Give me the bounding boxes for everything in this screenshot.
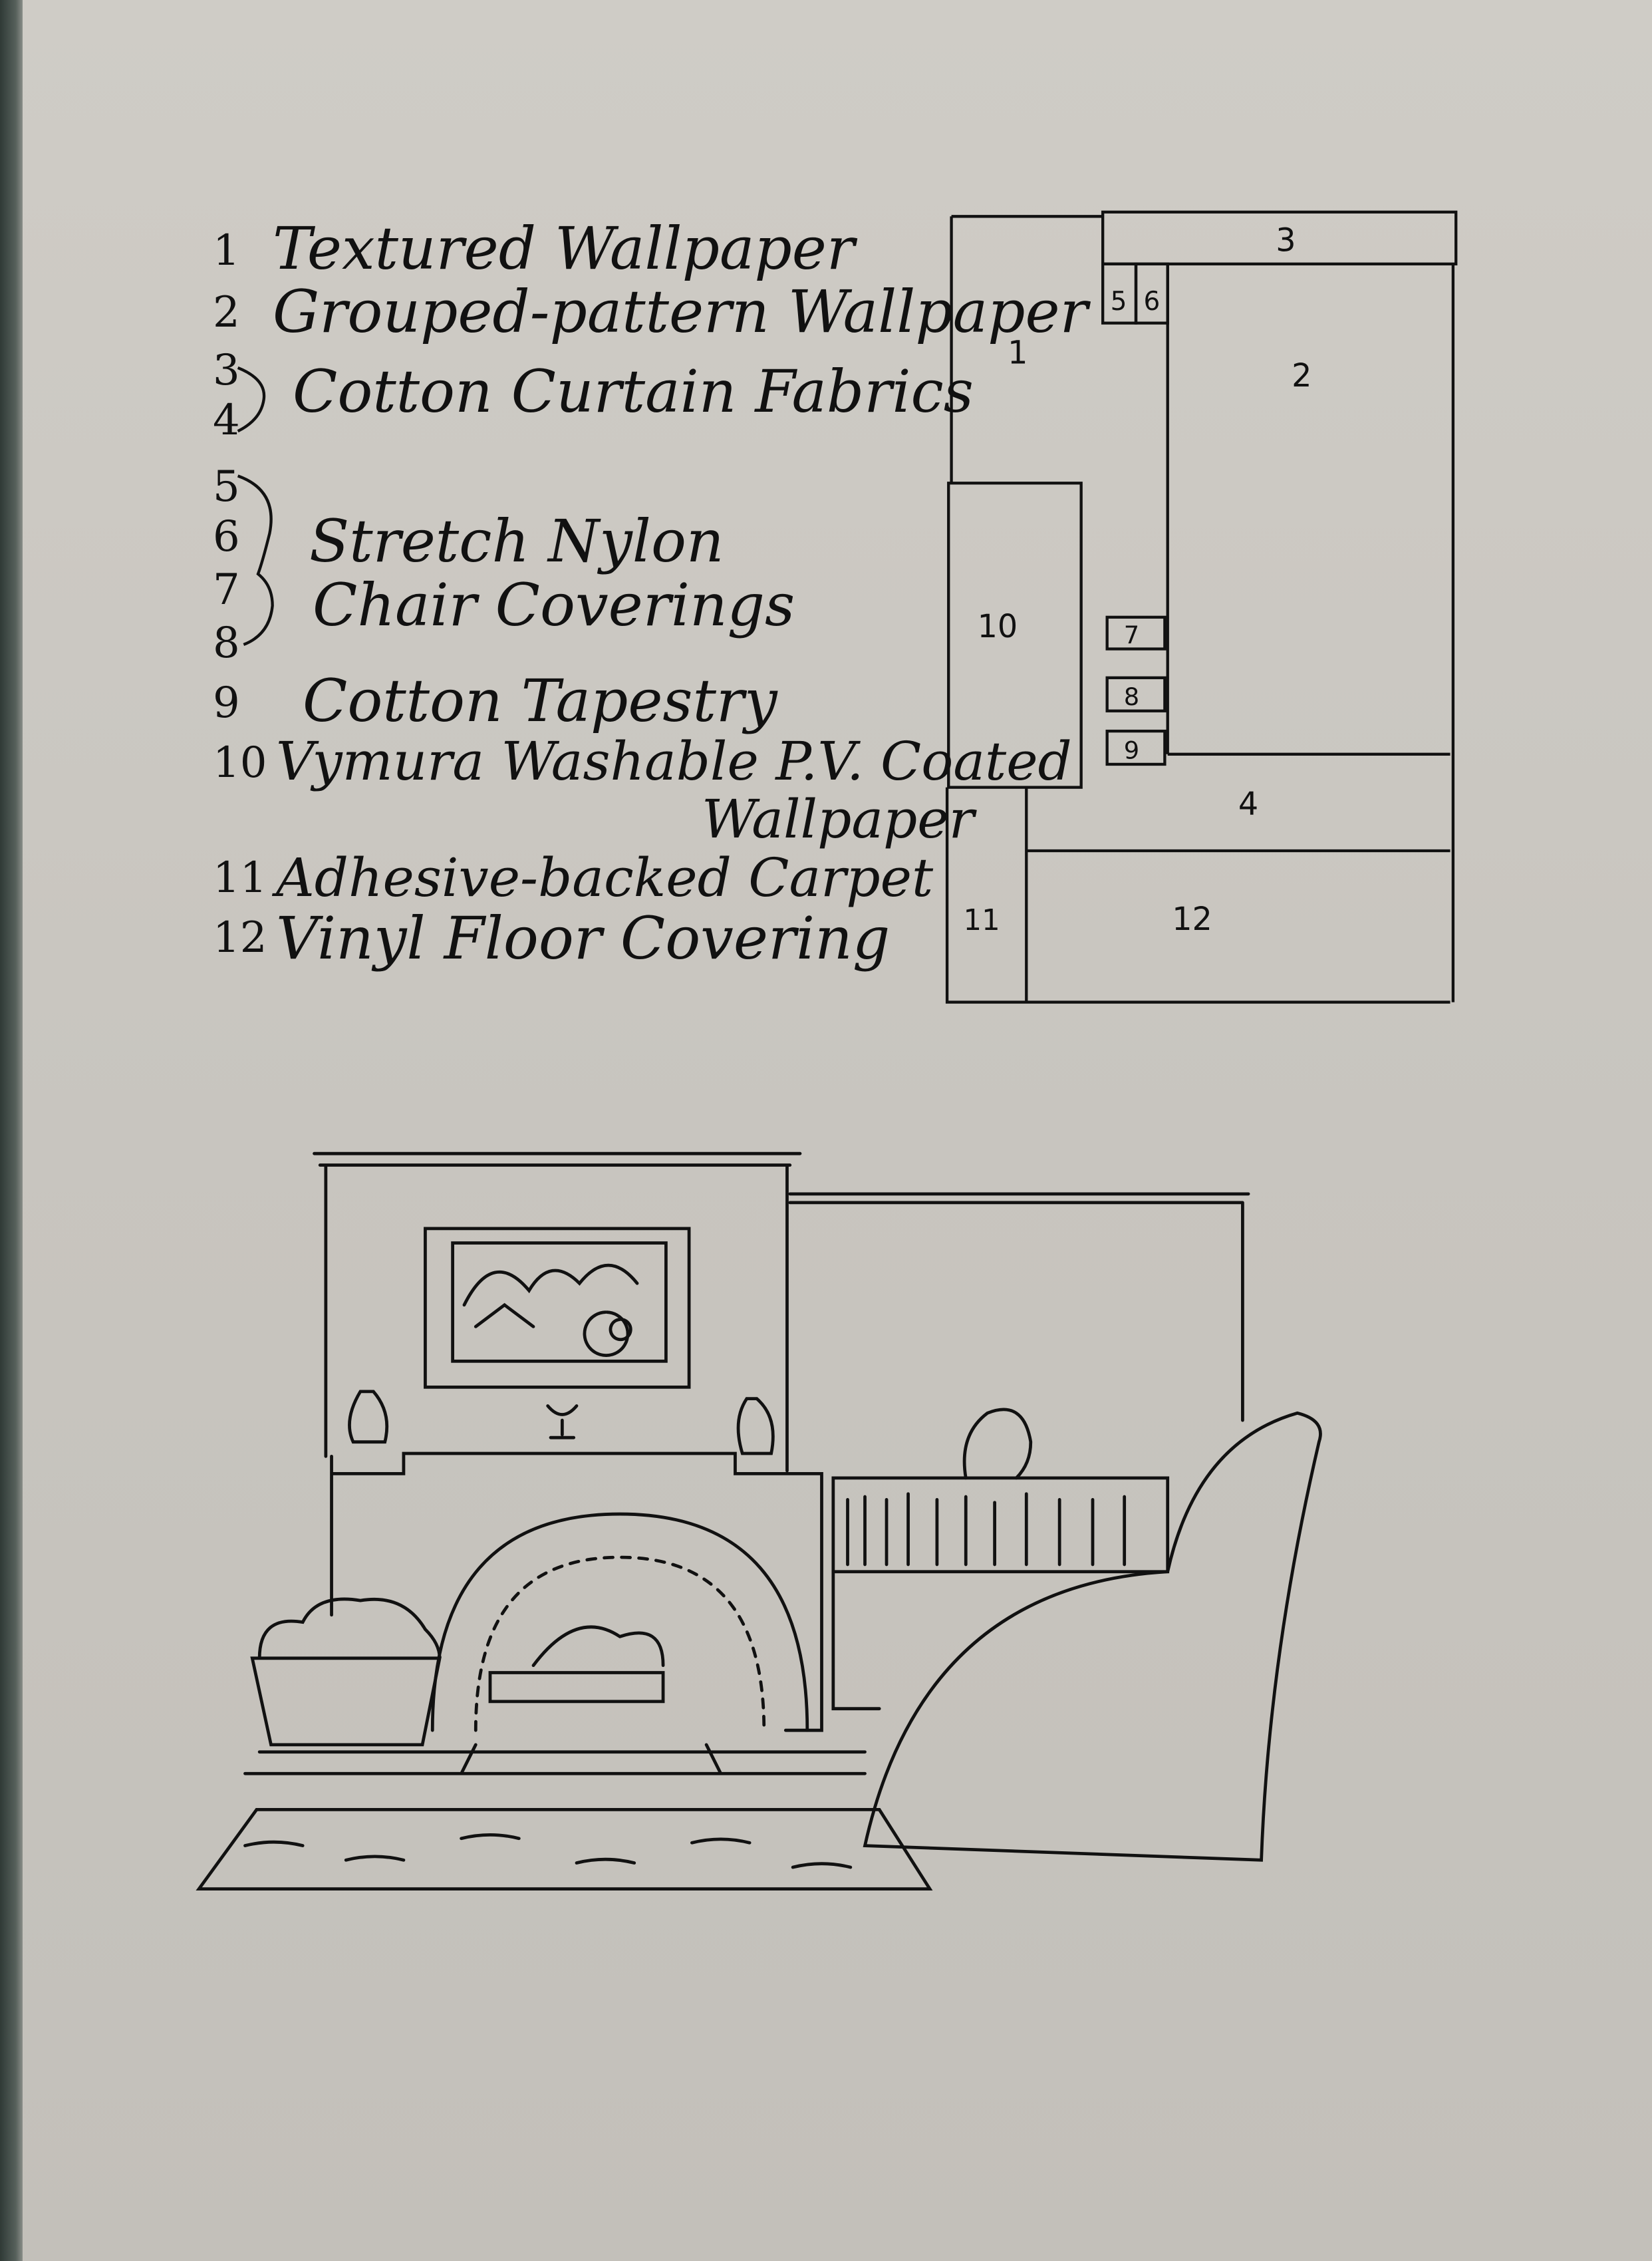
figurine-right [736, 1397, 775, 1455]
legend-label: Cotton Curtain Fabrics [293, 357, 974, 426]
legend-number: 2 [213, 288, 240, 337]
plan-label-11: 11 [964, 904, 1000, 937]
fireplace-arch-outer [430, 1512, 809, 1732]
region-3 [1101, 210, 1458, 265]
legend-number: 4 [213, 396, 240, 445]
brace-3-4 [237, 366, 266, 433]
plan-label-12: 12 [1172, 901, 1212, 938]
hearth [243, 1743, 867, 1775]
legend-number: 9 [213, 678, 240, 728]
plan-label-8: 8 [1124, 682, 1139, 711]
region-4 [945, 752, 1450, 1004]
legend-label: Textured Wallpaper [273, 214, 855, 283]
fireplace-arch-inner [474, 1555, 766, 1732]
plan-label-2: 2 [1292, 358, 1311, 394]
fireplace-room-sketch [196, 1151, 1322, 1891]
region-10 [947, 482, 1083, 789]
figurine-left [348, 1390, 389, 1444]
plan-label-9: 9 [1124, 736, 1139, 764]
plan-label-3: 3 [1276, 222, 1296, 259]
legend-number: 3 [213, 346, 240, 395]
legend-number: 10 [213, 738, 267, 788]
log-basket [250, 1597, 442, 1747]
sketchbook-binding-edge [0, 0, 23, 2261]
fire-grate-logs [488, 1625, 665, 1704]
region-1 [950, 215, 1169, 754]
plan-labels: 1 2 3 4 5 6 7 8 9 10 11 12 [964, 222, 1312, 938]
room-layout-plan [945, 210, 1458, 1004]
region-6 [1134, 262, 1169, 325]
picture-inner [451, 1241, 668, 1363]
plan-label-1: 1 [1008, 335, 1028, 371]
region-9 [1105, 729, 1167, 766]
armchair [863, 1411, 1322, 1862]
alcove-wall [788, 1192, 1250, 1422]
plan-label-5: 5 [1111, 287, 1127, 317]
legend-number: 6 [213, 512, 240, 561]
goblet [546, 1404, 579, 1439]
legend-number: 1 [213, 226, 240, 275]
plan-label-7: 7 [1124, 621, 1139, 649]
legend-label: Adhesive-backed Carpet [276, 847, 934, 909]
framed-picture [424, 1227, 691, 1389]
legend-label: Stretch Nylon [309, 507, 724, 575]
legend-label: Wallpaper [702, 788, 974, 850]
books [846, 1492, 1127, 1567]
mantelpiece [330, 1451, 823, 1732]
bookshelf [831, 1476, 1170, 1711]
legend-number: 5 [213, 462, 240, 512]
rug [196, 1808, 933, 1891]
legend-label: Vymura Washable P.V. Coated [276, 730, 1072, 792]
rug-pattern [243, 1833, 853, 1869]
plan-label-10: 10 [978, 609, 1018, 645]
plan-label-6: 6 [1143, 287, 1160, 317]
legend-number: 7 [213, 565, 240, 615]
legend-number: 12 [213, 913, 267, 963]
chimney-breast [313, 1151, 802, 1473]
brace-5-8 [237, 474, 274, 647]
legend-label: Vinyl Floor Covering [276, 904, 891, 973]
abstract-painting [462, 1263, 639, 1357]
region-8 [1105, 676, 1167, 712]
plan-label-4: 4 [1238, 786, 1258, 823]
legend-number: 8 [213, 619, 240, 668]
bust-sculpture [962, 1408, 1033, 1480]
region-7 [1105, 615, 1167, 651]
legend-label: Chair Coverings [313, 571, 795, 639]
legend-label: Cotton Tapestry [303, 667, 777, 735]
legend-number: 11 [213, 853, 267, 903]
